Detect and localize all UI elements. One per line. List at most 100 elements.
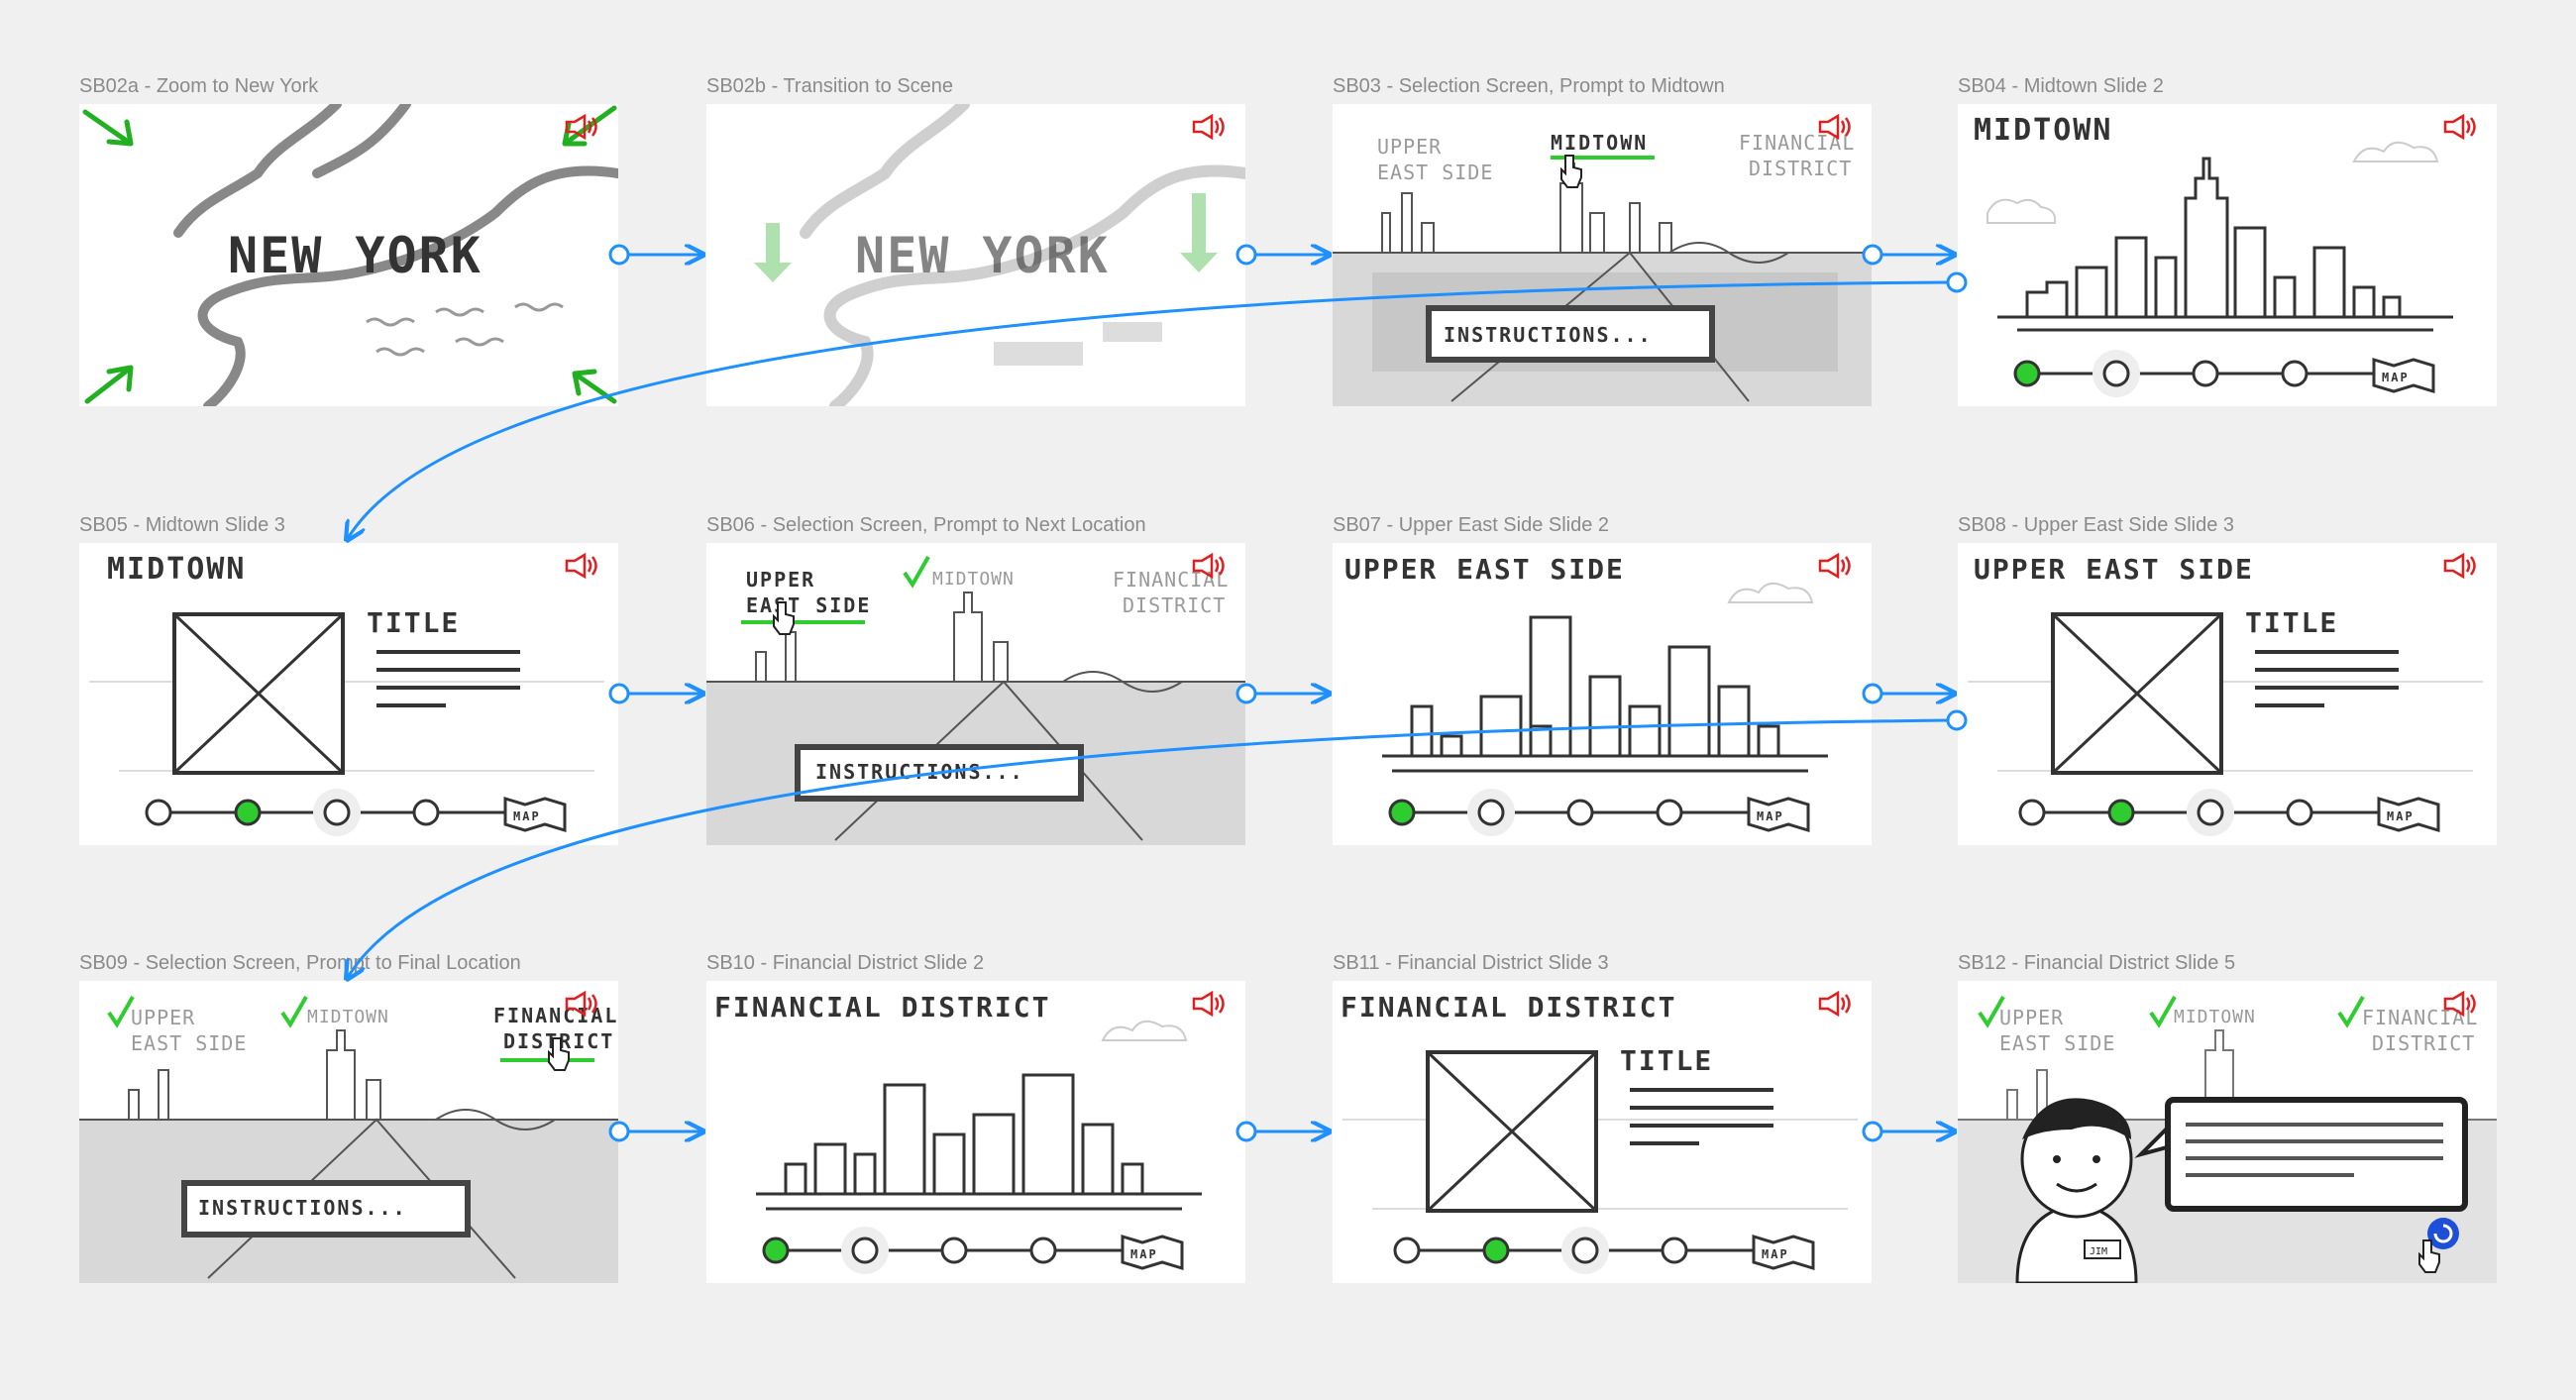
map-label: MAP — [513, 809, 541, 823]
text-lines — [1630, 1088, 1773, 1145]
location-financial-line2: DISTRICT — [2372, 1031, 2475, 1055]
frame-label: SB04 - Midtown Slide 2 — [1958, 75, 2164, 97]
instructions-text: INSTRUCTIONS... — [815, 760, 1024, 784]
location-upper-east-side-line2[interactable]: EAST SIDE — [746, 593, 871, 617]
checkmark-icon — [1978, 996, 2005, 1028]
timeline-nav: MAP — [2018, 789, 2440, 836]
timeline-nav: MAP — [1393, 1227, 1815, 1274]
timeline-node-4[interactable] — [1656, 799, 1683, 826]
frame-sb02a[interactable]: NEW YORK — [79, 104, 618, 406]
location-upper-east-side[interactable]: UPPER — [746, 568, 815, 592]
timeline-node-4[interactable] — [2281, 360, 2308, 387]
timeline-node-3[interactable] — [1571, 1237, 1599, 1264]
speaker-icon[interactable] — [1192, 991, 1228, 1017]
speaker-icon[interactable] — [1192, 553, 1228, 579]
frame-label: SB05 - Midtown Slide 3 — [79, 514, 285, 536]
timeline-node-3[interactable] — [1566, 799, 1594, 826]
timeline-nav: MAP — [1388, 789, 1810, 836]
speaker-icon[interactable] — [565, 114, 600, 140]
frame-label: SB03 - Selection Screen, Prompt to Midto… — [1333, 75, 1725, 97]
speaker-icon[interactable] — [1818, 114, 1854, 140]
timeline-node-1[interactable] — [1393, 1237, 1421, 1264]
timeline-node-3[interactable] — [940, 1237, 968, 1264]
frame-sb12[interactable]: UPPER EAST SIDE MIDTOWN FINANCIAL DISTRI… — [1958, 981, 2497, 1283]
frame-label: SB08 - Upper East Side Slide 3 — [1958, 514, 2235, 536]
slide-title: MIDTOWN — [1974, 113, 2112, 148]
frame-label: SB02b - Transition to Scene — [706, 75, 954, 97]
speaker-icon[interactable] — [2443, 114, 2479, 140]
instructions-text: INSTRUCTIONS... — [1444, 323, 1653, 347]
slide-title: UPPER EAST SIDE — [1344, 553, 1625, 586]
location-midtown[interactable]: MIDTOWN — [1551, 131, 1648, 155]
map-icon[interactable] — [1752, 1234, 1815, 1271]
content-title: TITLE — [1620, 1044, 1713, 1077]
location-upper-east-side: UPPER — [1377, 135, 1442, 159]
frame-sb11[interactable]: FINANCIAL DISTRICT TITLE MAP — [1333, 981, 1872, 1283]
speaker-icon[interactable] — [565, 991, 600, 1017]
timeline-node-4[interactable] — [2286, 799, 2313, 826]
location-upper-east-side-line2: EAST SIDE — [1999, 1031, 2115, 1055]
location-midtown: MIDTOWN — [932, 569, 1015, 590]
image-placeholder — [2051, 612, 2223, 775]
frame-label: SB07 - Upper East Side Slide 2 — [1333, 514, 1610, 536]
timeline-node-2[interactable] — [2107, 799, 2135, 826]
text-lines — [376, 650, 520, 707]
speaker-icon[interactable] — [2443, 991, 2479, 1017]
timeline-node-3[interactable] — [2197, 799, 2224, 826]
frame-sb02b[interactable]: NEW YORK — [706, 104, 1245, 406]
frame-sb08[interactable]: UPPER EAST SIDE TITLE MAP — [1958, 543, 2497, 845]
frame-sb05[interactable]: MIDTOWN TITLE MAP — [79, 543, 618, 845]
content-title: TITLE — [367, 606, 460, 639]
speaker-icon[interactable] — [1192, 114, 1228, 140]
frame-sb10[interactable]: FINANCIAL DISTRICT MAP — [706, 981, 1245, 1283]
timeline-node-2[interactable] — [851, 1237, 879, 1264]
frame-sb07[interactable]: UPPER EAST SIDE MAP — [1333, 543, 1872, 845]
timeline-node-2[interactable] — [1477, 799, 1505, 826]
frame-label: SB02a - Zoom to New York — [79, 75, 319, 97]
hand-cursor-icon — [548, 1037, 570, 1071]
replay-icon[interactable] — [2427, 1218, 2459, 1249]
location-financial-line2: DISTRICT — [1749, 157, 1852, 180]
text-lines — [2255, 650, 2399, 707]
timeline-node-1[interactable] — [145, 799, 172, 826]
map-icon[interactable] — [2377, 796, 2440, 833]
speaker-icon[interactable] — [1818, 991, 1854, 1017]
frame-sb06[interactable]: UPPER EAST SIDE MIDTOWN FINANCIAL DISTRI… — [706, 543, 1245, 845]
slide-title: FINANCIAL DISTRICT — [1341, 991, 1676, 1023]
timeline-node-3[interactable] — [2192, 360, 2219, 387]
frame-sb04[interactable]: MIDTOWN MAP — [1958, 104, 2497, 406]
frame-sb09[interactable]: UPPER EAST SIDE MIDTOWN FINANCIAL DISTRI… — [79, 981, 618, 1283]
speech-bubble — [2134, 1097, 2468, 1212]
map-icon[interactable] — [2372, 357, 2435, 394]
location-upper-east-side: UPPER — [131, 1006, 195, 1029]
midtown-skyline — [1997, 157, 2453, 332]
slide-title: FINANCIAL DISTRICT — [714, 991, 1050, 1023]
timeline-node-2[interactable] — [234, 799, 262, 826]
map-title: NEW YORK — [228, 227, 483, 284]
frame-sb03[interactable]: UPPER EAST SIDE MIDTOWN FINANCIAL DISTRI… — [1333, 104, 1872, 406]
location-upper-east-side: UPPER — [1999, 1006, 2064, 1029]
timeline-node-1[interactable] — [2018, 799, 2046, 826]
timeline-node-3[interactable] — [323, 799, 351, 826]
timeline-node-2[interactable] — [1482, 1237, 1510, 1264]
hand-cursor-icon — [2418, 1239, 2440, 1273]
speaker-icon[interactable] — [1818, 553, 1854, 579]
instructions-panel — [181, 1180, 471, 1238]
timeline-node-1[interactable] — [762, 1237, 790, 1264]
frame-label: SB09 - Selection Screen, Prompt to Final… — [79, 952, 521, 974]
location-financial-line2: DISTRICT — [1123, 593, 1226, 617]
speaker-icon[interactable] — [2443, 553, 2479, 579]
timeline-node-4[interactable] — [1029, 1237, 1057, 1264]
map-icon[interactable] — [1121, 1234, 1184, 1271]
timeline-node-1[interactable] — [2013, 360, 2041, 387]
map-label: MAP — [1757, 809, 1784, 823]
timeline-node-2[interactable] — [2102, 360, 2130, 387]
speaker-icon[interactable] — [565, 553, 600, 579]
timeline-node-4[interactable] — [1661, 1237, 1688, 1264]
timeline-node-1[interactable] — [1388, 799, 1416, 826]
checkmark-icon — [903, 556, 930, 589]
timeline-node-4[interactable] — [412, 799, 440, 826]
slide-title: MIDTOWN — [107, 552, 246, 587]
map-title-blurred: NEW YORK — [855, 227, 1110, 284]
